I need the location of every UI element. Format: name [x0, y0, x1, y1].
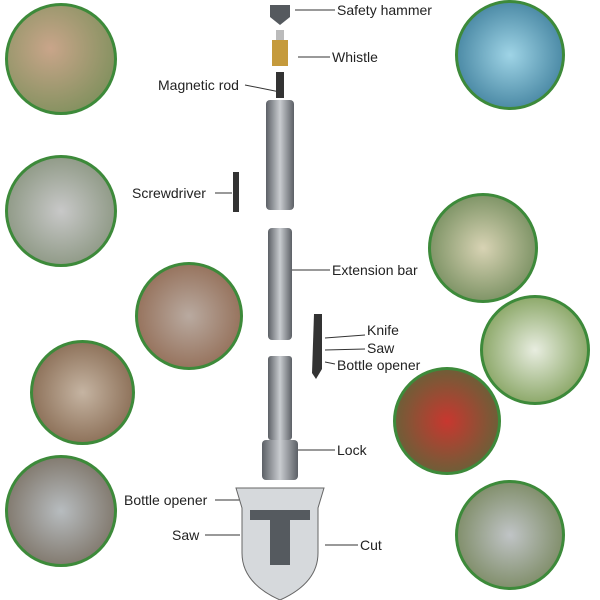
- lower-handle-part: [262, 356, 298, 480]
- label-safety-hammer: Safety hammer: [337, 2, 432, 18]
- label-cut: Cut: [360, 537, 382, 553]
- handle-part: [266, 100, 294, 210]
- label-screwdriver: Screwdriver: [132, 185, 206, 201]
- shovel-blade-part: [235, 487, 325, 600]
- soil-photo: [30, 340, 135, 445]
- whistle-part: [272, 30, 288, 66]
- safety-hammer-part: [270, 5, 290, 25]
- bottle-opener-photo: [393, 367, 501, 475]
- label-extension-bar: Extension bar: [332, 262, 418, 278]
- knife-saw-part: [312, 314, 322, 379]
- branch-saw-photo: [480, 295, 590, 405]
- label-saw-small: Saw: [367, 340, 395, 356]
- extension-bar-part: [268, 228, 292, 340]
- screwdriver-photo: [5, 155, 117, 267]
- label-whistle: Whistle: [332, 49, 378, 65]
- fish-knife-photo: [428, 193, 538, 303]
- screwdriver-part: [233, 172, 239, 212]
- label-bottle-opener: Bottle opener: [124, 492, 208, 508]
- cut-wood-photo: [455, 480, 565, 590]
- label-saw: Saw: [172, 527, 200, 543]
- glass-break-photo: [455, 0, 565, 110]
- digging-photo: [135, 262, 243, 370]
- label-knife: Knife: [367, 322, 399, 338]
- log-saw-photo: [5, 455, 117, 567]
- magnetic-rod-part: [276, 72, 284, 98]
- label-bottle-opener-small: Bottle opener: [337, 357, 421, 373]
- whistle-photo: [5, 3, 117, 115]
- label-magnetic-rod: Magnetic rod: [158, 77, 239, 93]
- label-lock: Lock: [337, 442, 367, 458]
